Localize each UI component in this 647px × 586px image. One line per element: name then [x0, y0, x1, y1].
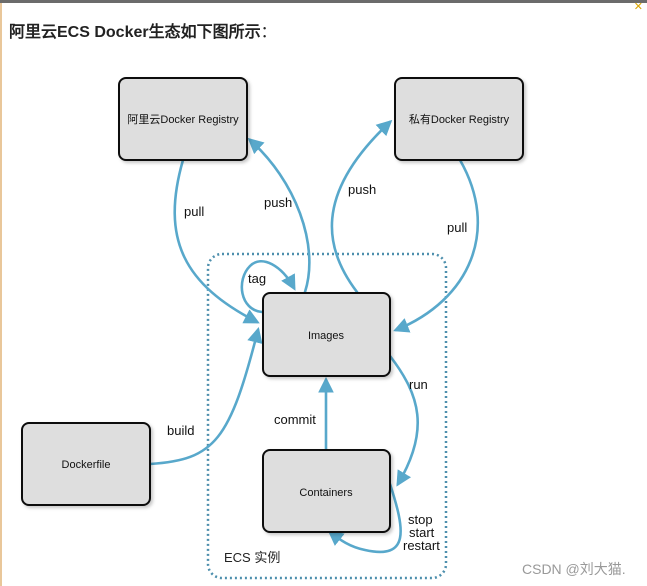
- containers-label: Containers: [299, 487, 353, 499]
- page-heading: 阿里云ECS Docker生态如下图所示：: [9, 18, 277, 42]
- private-registry-node: [394, 77, 524, 161]
- tag-arrow: [240, 260, 296, 314]
- run-label: run: [409, 377, 428, 392]
- start-label: start: [409, 525, 435, 540]
- pull-label-left: pull: [184, 204, 204, 219]
- ecs-instance-group: [206, 252, 448, 580]
- corner-close-icon[interactable]: ✕: [633, 1, 643, 13]
- push-arrow-left: [247, 137, 311, 294]
- dockerfile-label: Dockerfile: [62, 459, 111, 471]
- build-label: build: [167, 423, 194, 438]
- images-node: [262, 292, 391, 377]
- commit-label: commit: [274, 412, 316, 427]
- aliyun-registry-label: 阿里云Docker Registry: [127, 113, 239, 126]
- csdn-watermark: CSDN @刘大猫.: [522, 561, 626, 577]
- pull-arrow-left: [173, 158, 260, 324]
- window-top-bar: [0, 0, 647, 3]
- pull-arrow-right: [393, 158, 480, 333]
- stop-label: stop: [408, 512, 433, 527]
- push-label-left: push: [264, 195, 292, 210]
- ecs-instance-label: ECS 实例: [224, 550, 280, 565]
- pull-label-right: pull: [447, 220, 467, 235]
- dockerfile-node: [21, 422, 151, 506]
- build-arrow: [148, 326, 263, 466]
- push-arrow-right: [330, 119, 393, 294]
- images-label: Images: [308, 330, 345, 342]
- private-registry-label: 私有Docker Registry: [409, 112, 510, 126]
- stop-start-restart-arrow: [327, 482, 402, 554]
- left-margin-rule: [0, 3, 2, 586]
- tag-label: tag: [248, 271, 266, 286]
- run-arrow: [388, 354, 419, 487]
- aliyun-registry-node: [118, 77, 248, 161]
- page-heading-colon: ：: [260, 24, 277, 41]
- page-heading-text: 阿里云ECS Docker生态如下图所示: [9, 24, 261, 41]
- restart-label: restart: [403, 538, 440, 553]
- containers-node: [262, 449, 391, 533]
- push-label-right: push: [348, 182, 376, 197]
